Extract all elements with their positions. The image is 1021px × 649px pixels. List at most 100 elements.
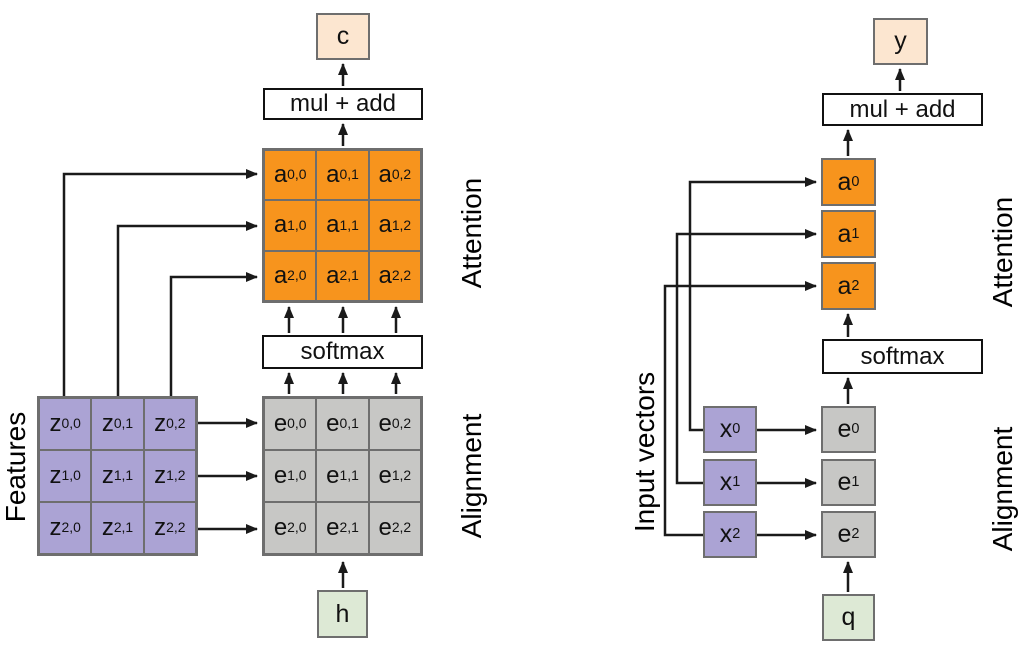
cell-base: e [273,514,288,541]
cell-sub: 2,0 [61,519,81,536]
cell-base: a [273,161,288,189]
cell-base: z [49,462,62,489]
cell-base: a [837,219,852,248]
cell-base: z [154,462,167,489]
cell-base: e [378,514,392,541]
mul-add-label: mul + add [849,95,956,123]
cell-sub: 2,0 [287,266,307,283]
cell-base: e [837,520,852,548]
cell-sub: 1 [851,474,860,491]
cell-sub: 0,0 [287,415,307,432]
cell-base: z [154,514,167,541]
softmax-label: softmax [300,338,385,365]
left-mul-add-box: mul + add [263,88,423,120]
cell-base: e [837,415,852,443]
cell-base: a [837,167,852,196]
cell-sub: 1,2 [391,216,412,233]
cell-sub: 1 [851,225,860,242]
cell-sub: 2 [851,277,860,294]
input-vectors-label: Input vectors [629,371,660,533]
cell-base: a [326,161,340,189]
cell-sub: 0,0 [287,166,307,183]
right-alignment-label: Alignment [987,426,1018,552]
cell-base: a [273,211,288,239]
cell-sub: 2,2 [391,266,412,283]
cell-sub: 1,2 [166,467,186,484]
left-connectors [62,63,401,588]
cell-base: z [49,514,62,541]
right-query-q-box: q [822,594,875,641]
softmax-label: softmax [860,342,945,370]
cell-sub: 0,1 [113,415,134,432]
cell-sub: 0,1 [339,166,359,183]
cell-sub: 2,0 [287,519,307,536]
cell-sub: 1,0 [287,467,307,484]
cell-base: e [326,462,340,489]
cell-base: e [273,410,288,437]
left-alignment-label: Alignment [456,413,487,539]
cell-base: z [101,410,114,437]
right-mul-add-box: mul + add [822,93,983,126]
left-output-c-box: c [316,13,370,60]
cell-base: e [326,514,340,541]
cell-base: z [154,410,167,437]
cell-sub: 0 [851,421,860,438]
features-label: Features [0,411,31,523]
cell-sub: 2 [851,526,860,543]
cell-sub: 0,2 [391,415,412,432]
cell-base: z [101,462,114,489]
cell-base: a [378,161,392,189]
cell-base: e [273,462,288,489]
h-label: h [335,599,350,628]
cell-sub: 1,1 [339,216,359,233]
cell-sub: 1,2 [391,467,412,484]
cell-sub: 2,1 [339,519,359,536]
right-connectors [663,68,905,592]
cell-base: a [326,211,340,239]
cell-sub: 0,2 [166,415,186,432]
cell-sub: 1 [732,474,741,491]
cell-sub: 0,1 [339,415,359,432]
cell-base: a [378,261,392,289]
arrow-x2-to-a2 [663,281,817,537]
cell-sub: 2,2 [391,519,412,536]
cell-sub: 2,1 [339,266,359,283]
cell-sub: 1,1 [113,467,134,484]
cell-base: x [719,468,733,496]
c-label: c [336,22,350,50]
cell-base: a [378,211,392,239]
arrow-z-col1-to-a-row1 [116,221,258,396]
cell-base: x [719,520,733,548]
left-input-h-box: h [317,590,368,638]
right-output-y-box: y [873,18,928,65]
cell-sub: 1,0 [61,467,81,484]
q-label: q [841,603,856,631]
cell-sub: 1,1 [339,467,359,484]
